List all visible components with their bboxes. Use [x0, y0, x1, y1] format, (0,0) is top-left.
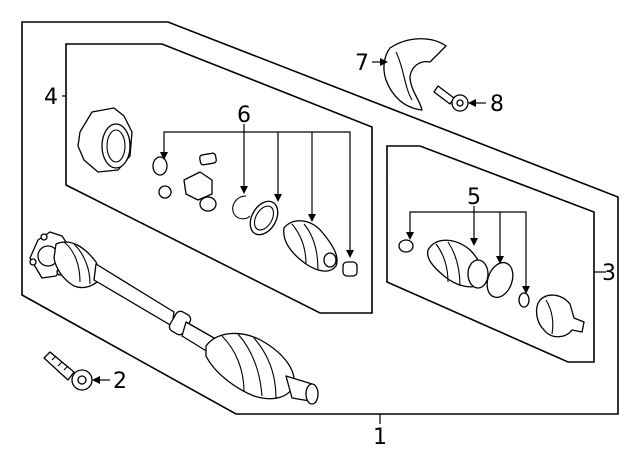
outer-joint-kit: [398, 239, 585, 338]
callout-8: 8: [490, 92, 504, 117]
bolt-8: [433, 85, 469, 112]
boot-clamp-large: [249, 200, 279, 236]
callout-7: 7: [355, 51, 369, 76]
outer-ring: [518, 292, 530, 308]
tripod-spider: [183, 171, 213, 201]
outer-large-clamp: [486, 261, 514, 299]
callout-4: 4: [44, 85, 58, 110]
outer-small-clamp: [398, 239, 414, 253]
outer-boot: [205, 332, 295, 400]
heat-shield-7: [383, 38, 447, 111]
snap-ring: [152, 156, 168, 176]
axle-shaft-assembly: [29, 231, 319, 405]
axle-shaft: [93, 263, 175, 327]
callout-6: 6: [237, 103, 251, 128]
callout-1: 1: [373, 425, 387, 450]
assembly-frame-1: [21, 21, 619, 415]
inner-joint-kit-frame-4: [65, 43, 373, 314]
boot-clamp-small: [342, 261, 358, 277]
callout-3: 3: [602, 261, 616, 286]
bolt-2: [43, 351, 93, 391]
inner-joint-kit: [77, 107, 358, 277]
outer-joint-kit-frame-3: [386, 145, 595, 363]
circlip: [232, 195, 251, 220]
callout-2: 2: [113, 369, 127, 394]
callout-5: 5: [467, 185, 481, 210]
outer-cv-joint: [535, 294, 585, 338]
